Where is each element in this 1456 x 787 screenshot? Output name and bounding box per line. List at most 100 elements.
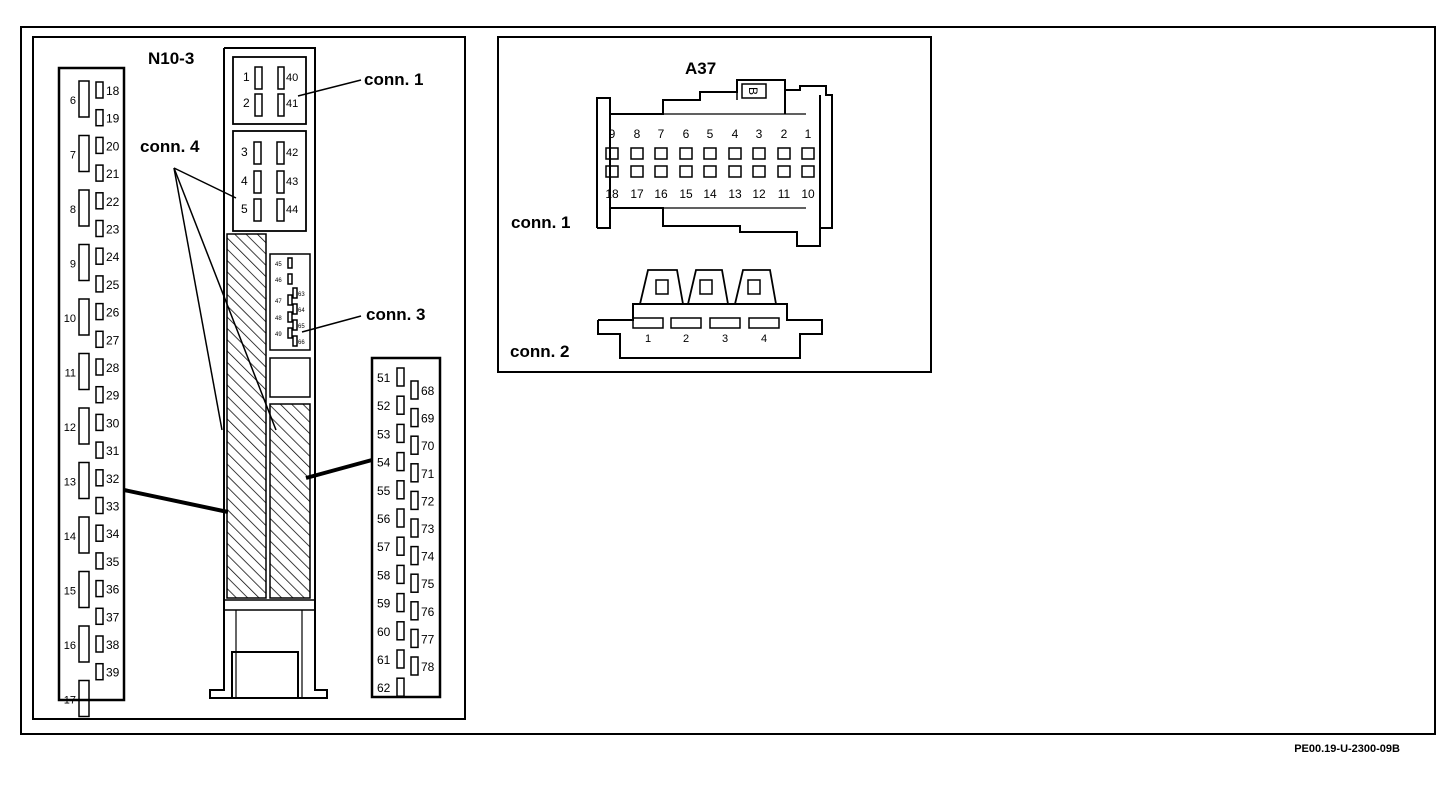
pin-label: 53 [377,427,391,441]
pin-label: 24 [106,250,120,264]
pin-label: 5 [707,127,714,141]
pin-slot [679,165,693,178]
pin-slot [292,303,298,315]
pin-slot [396,621,405,641]
pin-label: 8 [634,127,641,141]
pin-label: 13 [64,477,76,489]
pin-slot [752,147,766,160]
pin-label: 75 [421,577,435,591]
pin-slot [654,147,668,160]
pin-label: 34 [106,527,120,541]
pin-slot [78,243,90,282]
pin-slot [670,317,702,329]
pin-label: 60 [377,625,391,639]
pin-label: 57 [377,540,391,554]
pin-label: 74 [421,550,435,564]
outer-frame [20,26,1436,735]
pin-slot [801,147,815,160]
n10-module [209,47,328,699]
n10-panel: N10-3 6789101112131415161718192021222324… [32,36,466,720]
pin-slot [396,592,405,613]
pin-label: 9 [609,127,616,141]
n10-conn4-label: conn. 4 [140,137,200,156]
pin-label: 42 [286,147,298,159]
pin-label: 21 [106,167,120,181]
pin-slot [632,317,664,329]
pin-label: 1 [243,70,250,84]
pin-label: 71 [421,467,435,481]
pin-slot [410,463,419,483]
n10-title: N10-3 [148,49,194,68]
n10-left-strip [57,66,126,702]
pin-slot [396,480,405,500]
pin-slot [748,317,780,329]
pin-slot [78,80,90,118]
pin-label: 13 [728,187,742,201]
pin-label: 5 [241,202,248,216]
pin-slot [679,147,693,160]
pin-label: 44 [286,204,298,216]
pin-slot [78,679,90,718]
pin-label: 2 [243,96,250,110]
pin-slot [410,435,419,455]
pin-label: 54 [377,456,391,470]
pin-slot [95,164,104,182]
pin-slot [728,147,742,160]
pin-label: 59 [377,597,391,611]
pin-label: 23 [106,223,120,237]
pin-label: 47 [275,299,282,305]
pin-label: 3 [756,127,763,141]
pin-label: 37 [106,610,120,624]
pin-slot [287,311,293,323]
pin-label: 38 [106,638,120,652]
pin-slot [396,677,405,697]
pin-label: 8 [70,204,76,216]
pin-slot [287,294,293,306]
pin-slot [410,656,419,676]
pin-label: 43 [286,176,298,188]
a37-key-mark: B [746,87,760,95]
pin-slot [396,649,405,669]
pin-label: 16 [654,187,668,201]
pin-label: 9 [70,259,76,271]
pin-slot [254,93,263,117]
pin-label: 35 [106,555,120,569]
pin-label: 36 [106,583,120,597]
pin-label: 26 [106,306,120,320]
pin-label: 64 [298,308,305,314]
a37-conn2-label: conn. 2 [510,342,570,361]
pin-label: 3 [722,333,728,345]
n10-right-strip [370,356,442,699]
pin-slot [78,461,90,500]
hatched-area-left [226,233,267,599]
pin-label: 49 [275,332,282,338]
pin-slot [709,317,741,329]
pin-slot [410,573,419,593]
pin-label: 14 [703,187,717,201]
pin-label: 17 [630,187,644,201]
pin-label: 77 [421,632,435,646]
pin-label: 15 [64,586,76,598]
pin-label: 46 [275,278,282,284]
pin-label: 45 [275,262,282,268]
pin-label: 70 [421,439,435,453]
pin-label: 4 [241,174,248,188]
pin-label: 63 [298,292,305,298]
pin-label: 29 [106,389,120,403]
right-strip-pins: 5152535455565758596061626869707172737475… [377,367,435,697]
pin-label: 27 [106,333,120,347]
pin-slot [630,147,644,160]
pin-slot [277,93,285,117]
pin-label: 40 [286,72,298,84]
pin-label: 39 [106,666,120,680]
a37-conn2-housing [597,269,823,359]
pin-slot [396,395,405,415]
pin-slot [95,136,104,155]
pin-label: 15 [679,187,693,201]
pin-slot [95,524,104,542]
pin-slot [78,352,90,391]
pin-label: 20 [106,139,120,153]
